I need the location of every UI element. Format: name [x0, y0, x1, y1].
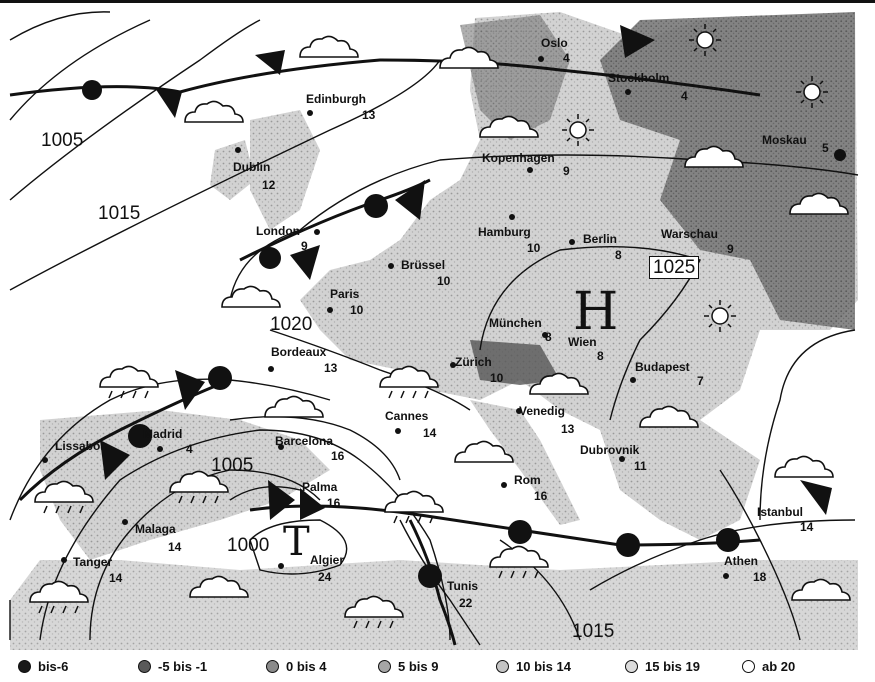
city-temp-moskau: 5 — [822, 141, 829, 155]
city-name-moskau: Moskau — [762, 133, 807, 147]
city-name-tunis: Tunis — [447, 579, 479, 593]
isobar-label: 1005 — [211, 455, 254, 476]
city-name-cannes: Cannes — [385, 409, 429, 423]
city-temp-madrid: 4 — [186, 442, 193, 456]
city-temp-istanbul: 14 — [800, 520, 814, 534]
city-temp-rom: 16 — [534, 489, 548, 503]
legend-label: ab 20 — [762, 659, 796, 674]
legend-item: 0 bis 4 — [266, 659, 326, 674]
legend-swatch — [266, 660, 279, 673]
city-temp-muenchen: 8 — [545, 330, 552, 344]
city-name-kopenhagen: Kopenhagen — [482, 151, 555, 165]
temperature-legend: bis-6 -5 bis -1 0 bis 4 5 bis 9 10 bis 1… — [0, 651, 875, 682]
city-temp-tunis: 22 — [459, 596, 473, 610]
city-name-istanbul: Istanbul — [757, 505, 804, 519]
city-temp-bordeaux: 13 — [324, 361, 338, 375]
city-temp-oslo: 4 — [563, 51, 570, 65]
city-temp-warschau: 9 — [727, 242, 734, 256]
city-temp-paris: 10 — [350, 303, 364, 317]
city-name-berlin: Berlin — [583, 232, 618, 246]
isobar-label: 1015 — [572, 621, 615, 642]
city-temp-tanger: 14 — [109, 571, 123, 585]
isobar-label: 1000 — [227, 535, 270, 556]
city-temp-venedig: 13 — [561, 422, 575, 436]
legend-swatch — [378, 660, 391, 673]
legend-swatch — [18, 660, 31, 673]
city-name-palma: Palma — [302, 480, 338, 494]
city-temp-edinburgh: 13 — [362, 108, 376, 122]
city-name-warschau: Warschau — [661, 227, 718, 241]
legend-swatch — [138, 660, 151, 673]
city-temp-bruessel: 10 — [437, 274, 451, 288]
city-name-malaga: Malaga — [135, 522, 176, 536]
city-name-tanger: Tanger — [73, 555, 113, 569]
city-name-zuerich: Zürich — [455, 355, 492, 369]
legend-item: ab 20 — [742, 659, 795, 674]
city-temp-dublin: 12 — [262, 178, 276, 192]
city-name-muenchen: München — [489, 316, 542, 330]
city-name-stockholm: Stockholm — [608, 71, 670, 85]
city-name-budapest: Budapest — [635, 360, 690, 374]
fronts — [9, 58, 761, 646]
city-name-rom: Rom — [514, 473, 541, 487]
legend-item: bis-6 — [18, 659, 68, 674]
isobar-label: 1025 — [649, 256, 700, 279]
isobar-label: 1020 — [270, 314, 313, 335]
city-temp-barcelona: 16 — [331, 449, 345, 463]
city-temp-kopenhagen: 9 — [563, 164, 570, 178]
legend-swatch — [496, 660, 509, 673]
city-temp-hamburg: 10 — [527, 241, 541, 255]
legend-swatch — [742, 660, 755, 673]
city-temp-athen: 18 — [753, 570, 767, 584]
legend-item: 15 bis 19 — [625, 659, 700, 674]
city-name-barcelona: Barcelona — [275, 434, 334, 448]
city-temp-zuerich: 10 — [490, 371, 504, 385]
low-pressure-center: T — [283, 519, 310, 565]
legend-label: bis-6 — [38, 659, 69, 674]
isobar-label: 1015 — [98, 203, 141, 224]
city-temp-wien: 8 — [597, 349, 604, 363]
isobars — [9, 11, 859, 646]
legend-swatch — [625, 660, 638, 673]
legend-item: 5 bis 9 — [378, 659, 438, 674]
front-symbols — [82, 25, 846, 588]
city-name-paris: Paris — [330, 287, 360, 301]
city-name-london: London — [256, 224, 300, 238]
isobar-label: 1005 — [41, 130, 84, 151]
city-temp-dubrovnik: 11 — [634, 459, 647, 473]
city-temp-berlin: 8 — [615, 248, 622, 262]
city-name-dubrovnik: Dubrovnik — [580, 443, 640, 457]
legend-item: -5 bis -1 — [138, 659, 207, 674]
city-name-algier: Algier — [310, 553, 345, 567]
city-name-lissabon: Lissabon — [55, 439, 108, 453]
city-name-madrid: Madrid — [143, 427, 183, 441]
city-name-bruessel: Brüssel — [401, 258, 446, 272]
high-pressure-center: H — [573, 282, 619, 342]
legend-label: -5 bis -1 — [158, 659, 208, 674]
city-temp-london: 9 — [301, 239, 308, 253]
city-name-wien: Wien — [568, 335, 597, 349]
city-temp-stockholm: 4 — [681, 89, 688, 103]
city-markers — [42, 56, 842, 579]
city-temp-algier: 24 — [318, 570, 332, 584]
city-temp-budapest: 7 — [697, 374, 704, 388]
city-temp-palma: 16 — [327, 496, 341, 510]
city-name-oslo: Oslo — [541, 36, 568, 50]
city-name-venedig: Venedig — [519, 404, 566, 418]
legend-label: 5 bis 9 — [398, 659, 439, 674]
city-name-athen: Athen — [724, 554, 758, 568]
legend-label: 0 bis 4 — [286, 659, 327, 674]
city-name-bordeaux: Bordeaux — [271, 345, 327, 359]
legend-item: 10 bis 14 — [496, 659, 571, 674]
city-name-edinburgh: Edinburgh — [306, 92, 366, 106]
city-name-hamburg: Hamburg — [478, 225, 531, 239]
city-temp-cannes: 14 — [423, 426, 437, 440]
legend-label: 10 bis 14 — [516, 659, 571, 674]
city-temp-malaga: 14 — [168, 540, 182, 554]
city-name-dublin: Dublin — [233, 160, 271, 174]
legend-label: 15 bis 19 — [645, 659, 700, 674]
